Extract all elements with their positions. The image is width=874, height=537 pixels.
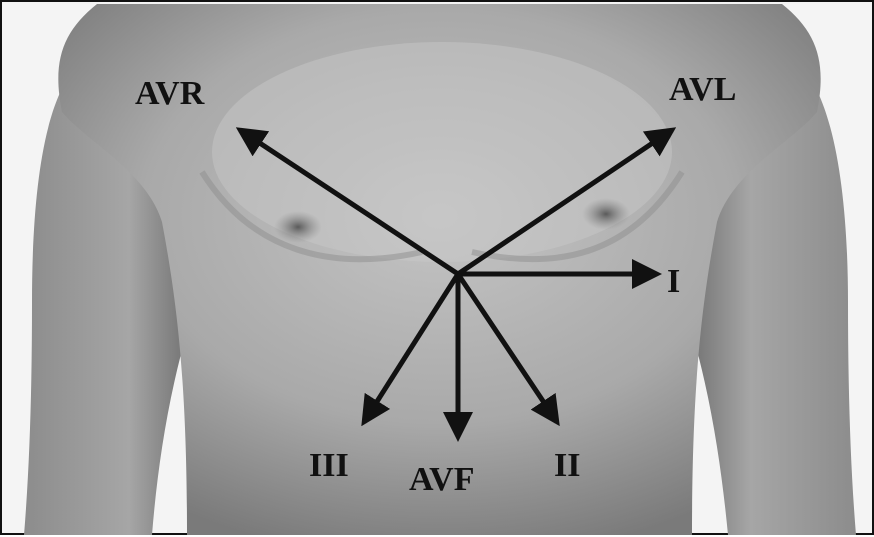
- avf-label: AVF: [409, 461, 475, 498]
- right-nipple: [582, 198, 630, 230]
- avl-label: AVL: [669, 71, 736, 108]
- lead-ii-label: II: [554, 447, 580, 484]
- lead-i-label: I: [667, 263, 680, 300]
- lead-iii-label: III: [309, 447, 349, 484]
- avr-label: AVR: [135, 75, 205, 112]
- left-nipple: [274, 211, 322, 243]
